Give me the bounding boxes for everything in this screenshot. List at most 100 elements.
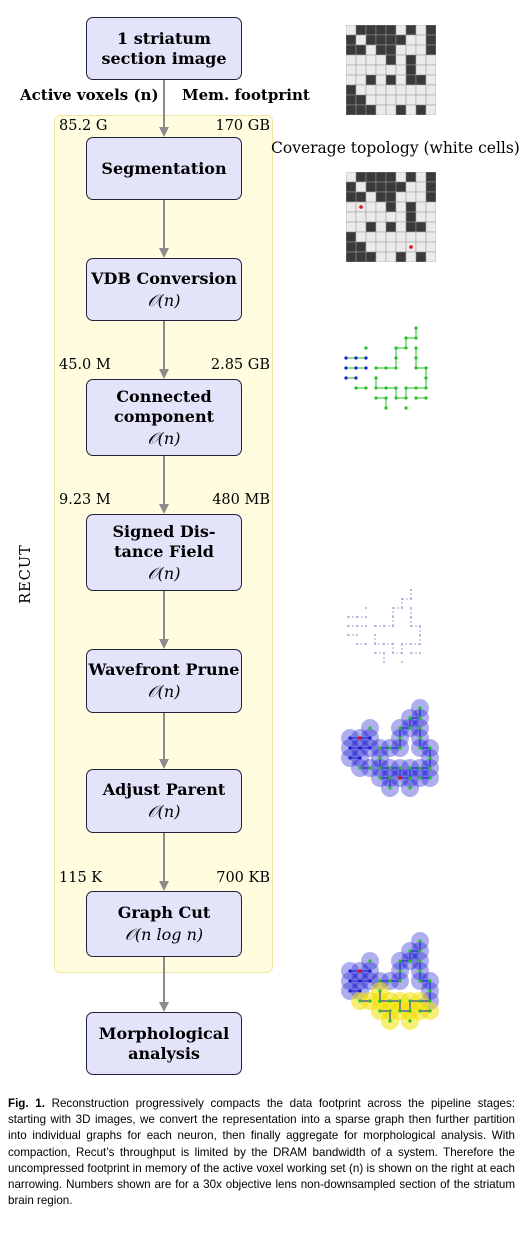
grid-cell: [355, 221, 367, 233]
graph-node: [358, 979, 362, 983]
graph-node: [408, 949, 412, 953]
grid-cell: [346, 44, 357, 56]
grid-cell: [415, 44, 427, 56]
grid-cell: [355, 191, 367, 203]
grid-cell: [346, 84, 357, 96]
graph-node: [408, 999, 412, 1003]
figure-caption-text: Reconstruction progressively compacts th…: [8, 1097, 515, 1208]
grid-cell: [375, 231, 387, 243]
grid-cell: [355, 25, 367, 36]
grid-cell: [405, 231, 417, 243]
graph-node: [394, 356, 398, 360]
grid-cell: [346, 231, 357, 243]
node-adjust-complexity: 𝒪(n): [147, 802, 181, 821]
grid-cell: [365, 34, 377, 46]
graph-node: [384, 406, 388, 410]
grid-cell: [385, 211, 397, 223]
grid-cell: [375, 241, 387, 253]
sparse-graph-illustration: [344, 326, 428, 410]
voxels-label: 115 K: [59, 870, 103, 886]
grid-cell: [415, 221, 427, 233]
grid-cell: [375, 211, 387, 223]
grid-cell: [365, 84, 377, 96]
grid-cell: [395, 251, 407, 262]
graph-node: [378, 746, 382, 750]
graph-node: [383, 652, 385, 654]
grid-cell: [365, 221, 377, 233]
graph-node: [410, 598, 412, 600]
grid-cell: [375, 54, 387, 66]
graph-node: [410, 616, 412, 618]
node-graphcut-complexity: 𝒪(n log n): [124, 925, 204, 944]
node-wavefront-title: Wavefront Prune: [88, 660, 240, 679]
grid-cell: [365, 104, 377, 115]
graph-node: [410, 643, 412, 645]
grid-cell: [355, 241, 367, 253]
graph-node: [419, 643, 421, 645]
grid-cell: [375, 74, 387, 86]
graph-node: [344, 376, 348, 380]
grid-cell: [425, 231, 436, 243]
grid-cell: [425, 54, 436, 66]
graph-node: [348, 979, 352, 983]
grid-cell: [346, 34, 357, 46]
grid-cell: [375, 191, 387, 203]
graph-node: [374, 634, 376, 636]
grid-cell: [415, 104, 427, 115]
graph-node: [364, 356, 368, 360]
graph-node: [419, 625, 421, 627]
grid-cell: [375, 172, 387, 183]
grid-cell: [355, 44, 367, 56]
graph-node: [388, 746, 392, 750]
grid-cell: [395, 94, 407, 106]
graph-node: [418, 776, 422, 780]
graph-node: [418, 1009, 422, 1013]
grid-cell: [385, 201, 397, 213]
graph-node: [344, 366, 348, 370]
graph-node: [404, 396, 408, 400]
graph-node: [356, 625, 358, 627]
grid-cell: [365, 231, 377, 243]
graph-node: [401, 643, 403, 645]
graph-node: [419, 634, 421, 636]
grid-cell: [365, 74, 377, 86]
grid-cell: [395, 221, 407, 233]
graph-node: [424, 396, 428, 400]
graph-node: [365, 616, 367, 618]
grid-cell: [395, 181, 407, 193]
node-adjust-title: Adjust Parent: [102, 780, 226, 799]
grid-cell: [415, 84, 427, 96]
grid-cell: [395, 241, 407, 253]
header-active-voxels: Active voxels (n): [20, 86, 159, 104]
grid-cell: [425, 172, 436, 183]
graph-node: [404, 336, 408, 340]
graph-node: [414, 396, 418, 400]
grid-cell: [415, 64, 427, 76]
node-graphcut-title: Graph Cut: [117, 903, 211, 922]
graph-node: [374, 386, 378, 390]
voxels-label: 45.0 M: [59, 357, 111, 373]
grid-cell: [346, 191, 357, 203]
graph-node: [344, 356, 348, 360]
distance-field-illustration: [347, 589, 421, 663]
grid-cell: [405, 34, 417, 46]
node-cc-complexity: 𝒪(n): [147, 428, 181, 448]
graph-node: [374, 366, 378, 370]
graph-cut-illustration: [341, 932, 439, 1030]
grid-cell: [395, 104, 407, 115]
graph-node: [401, 661, 403, 663]
graph-node: [428, 979, 432, 983]
node-segmentation: Segmentation: [86, 137, 242, 200]
grid-cell: [355, 211, 367, 223]
grid-cell: [375, 221, 387, 233]
graph-node: [378, 766, 382, 770]
node-section-image: 1 striatum section image: [86, 17, 242, 80]
grid-cell: [415, 25, 427, 36]
graph-node: [388, 979, 392, 983]
graph-node: [394, 386, 398, 390]
grid-cell: [415, 54, 427, 66]
grid-cell: [346, 74, 357, 86]
graph-node: [428, 766, 432, 770]
grid-cell: [395, 231, 407, 243]
grid-cell: [395, 191, 407, 203]
